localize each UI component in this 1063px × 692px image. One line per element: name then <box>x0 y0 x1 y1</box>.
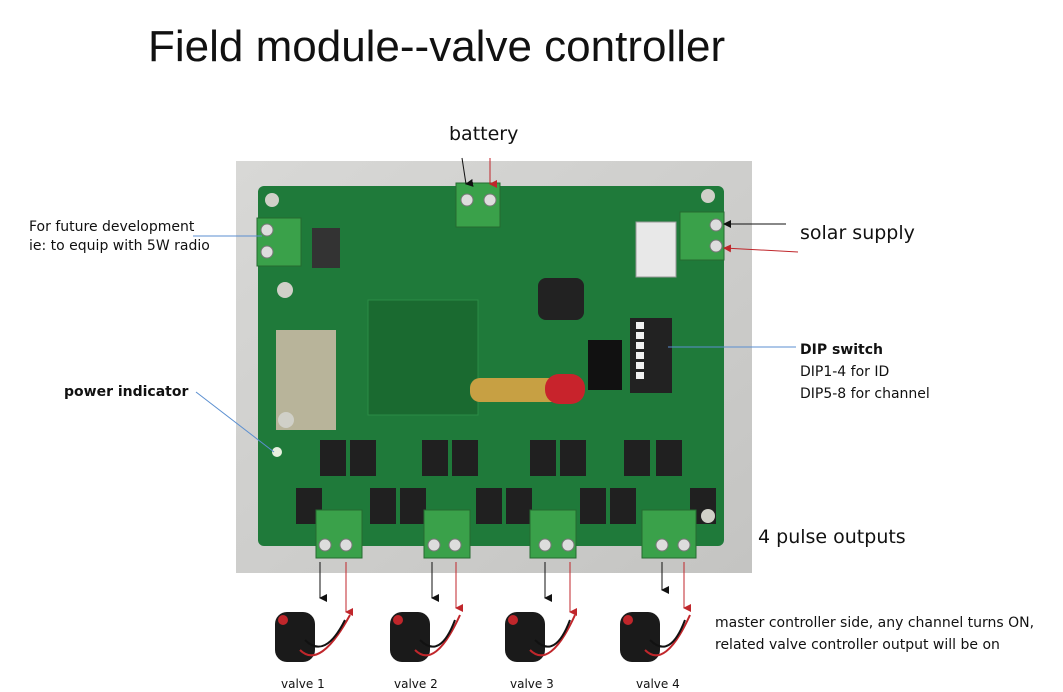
valve-label-4: valve 4 <box>636 677 680 691</box>
valve-label-2: valve 2 <box>394 677 438 691</box>
battery-label: battery <box>449 123 519 145</box>
power-indicator-label: power indicator <box>64 384 189 400</box>
valve-label-1: valve 1 <box>281 677 325 691</box>
power-led <box>272 447 282 457</box>
page-title: Field module--valve controller <box>148 22 726 71</box>
solar-supply-label: solar supply <box>800 222 915 244</box>
output-terminal-2 <box>423 509 471 559</box>
valve-icon-2 <box>390 612 461 662</box>
future-development-detail: ie: to equip with 5W radio <box>29 238 210 254</box>
dip-switch-label: DIP switch <box>800 342 883 358</box>
valves <box>275 612 691 662</box>
note-line-2: related valve controller output will be … <box>715 637 1000 653</box>
valve-icon-1 <box>275 612 351 662</box>
board-photo <box>236 161 752 573</box>
note-line-1: master controller side, any channel turn… <box>715 615 1035 631</box>
dip-channel-label: DIP5-8 for channel <box>800 386 930 402</box>
dip-id-label: DIP1-4 for ID <box>800 364 890 380</box>
valve-icon-3 <box>505 612 576 662</box>
valve-label-3: valve 3 <box>510 677 554 691</box>
output-terminal-4 <box>641 509 697 559</box>
valve-icon-4 <box>620 612 691 662</box>
future-development-label: For future development <box>29 219 195 235</box>
leader-lines <box>193 235 796 453</box>
pulse-outputs-label: 4 pulse outputs <box>758 526 906 548</box>
arrows <box>319 157 799 616</box>
